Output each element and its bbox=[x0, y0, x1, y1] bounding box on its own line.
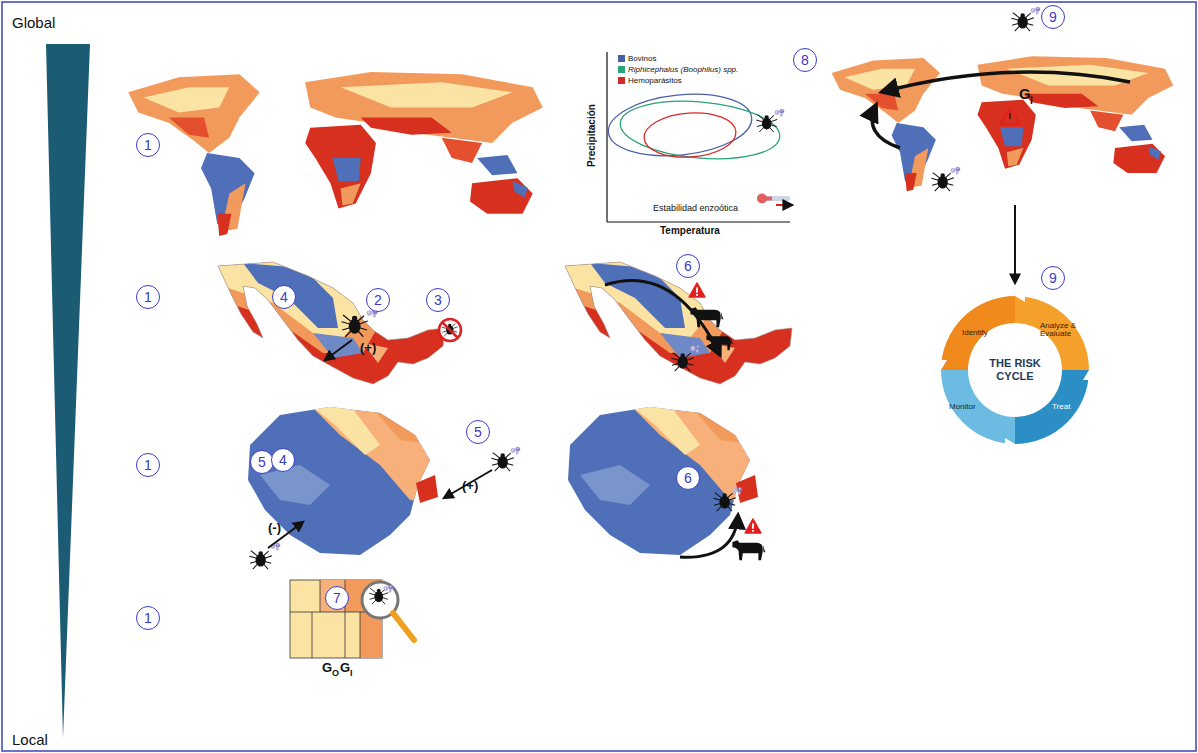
callout-number: 1 bbox=[136, 606, 160, 630]
cycle-title: THE RISK CYCLE bbox=[982, 357, 1048, 382]
callout-text: 1 bbox=[144, 610, 152, 626]
callout-text: 2 bbox=[374, 292, 382, 308]
label: Identify bbox=[962, 328, 988, 337]
callout-text: 4 bbox=[280, 289, 288, 305]
label: Precipitación bbox=[586, 104, 597, 167]
label: Estabilidad enzoótica bbox=[653, 203, 738, 213]
callout-number: 2 bbox=[366, 288, 390, 312]
callout-text: 6 bbox=[684, 258, 692, 274]
label: I bbox=[1030, 95, 1033, 106]
label: G bbox=[322, 660, 332, 675]
callout-number: 8 bbox=[793, 48, 817, 72]
legend-row: Riphicephalus (Boophilus) spp. bbox=[618, 65, 738, 74]
callout-text: 9 bbox=[1049, 270, 1057, 286]
legend-swatch bbox=[618, 55, 625, 62]
legend-text: Riphicephalus (Boophilus) spp. bbox=[628, 65, 738, 74]
label: (+) bbox=[462, 478, 478, 493]
label: Treat bbox=[1052, 402, 1070, 411]
callout-number: 4 bbox=[272, 285, 296, 309]
callout-number: 9 bbox=[1041, 266, 1065, 290]
callout-text: 9 bbox=[1049, 9, 1057, 25]
label: Analyze & Evaluate bbox=[1040, 322, 1086, 339]
callout-number: 7 bbox=[325, 586, 349, 610]
callout-text: 8 bbox=[801, 52, 809, 68]
legend-text: Hemoparásitos bbox=[628, 76, 682, 85]
callout-number: 6 bbox=[676, 466, 700, 490]
callout-text: 5 bbox=[474, 424, 482, 440]
legend-row: Bovinos bbox=[618, 54, 656, 63]
callout-number: 1 bbox=[136, 133, 160, 157]
legend-swatch bbox=[618, 66, 625, 73]
callout-number: 3 bbox=[426, 288, 450, 312]
callout-text: 3 bbox=[434, 292, 442, 308]
callout-text: 1 bbox=[144, 289, 152, 305]
label: G bbox=[1019, 85, 1031, 102]
label: (-) bbox=[268, 520, 281, 535]
label: Temperatura bbox=[660, 225, 720, 236]
callout-text: 4 bbox=[279, 452, 287, 468]
legend-row: Hemoparásitos bbox=[618, 76, 682, 85]
label: G bbox=[340, 660, 350, 675]
callout-text: 5 bbox=[258, 454, 266, 470]
label: O bbox=[332, 668, 339, 678]
callout-number: 1 bbox=[136, 453, 160, 477]
callout-number: 4 bbox=[271, 448, 295, 472]
label: Monitor bbox=[949, 402, 976, 411]
callout-number: 1 bbox=[136, 285, 160, 309]
callout-text: 7 bbox=[333, 590, 341, 606]
callout-number: 9 bbox=[1041, 5, 1065, 29]
callout-text: 1 bbox=[144, 457, 152, 473]
legend-swatch bbox=[618, 77, 625, 84]
label: (+) bbox=[360, 340, 376, 355]
callout-number: 6 bbox=[676, 254, 700, 278]
label: Local bbox=[12, 731, 48, 748]
callout-text: 6 bbox=[684, 470, 692, 486]
legend-text: Bovinos bbox=[628, 54, 656, 63]
risk-cycle-center: THE RISK CYCLE bbox=[976, 331, 1054, 409]
label: I bbox=[350, 668, 353, 678]
callout-text: 1 bbox=[144, 137, 152, 153]
callout-number: 5 bbox=[466, 420, 490, 444]
label: Global bbox=[12, 14, 55, 31]
